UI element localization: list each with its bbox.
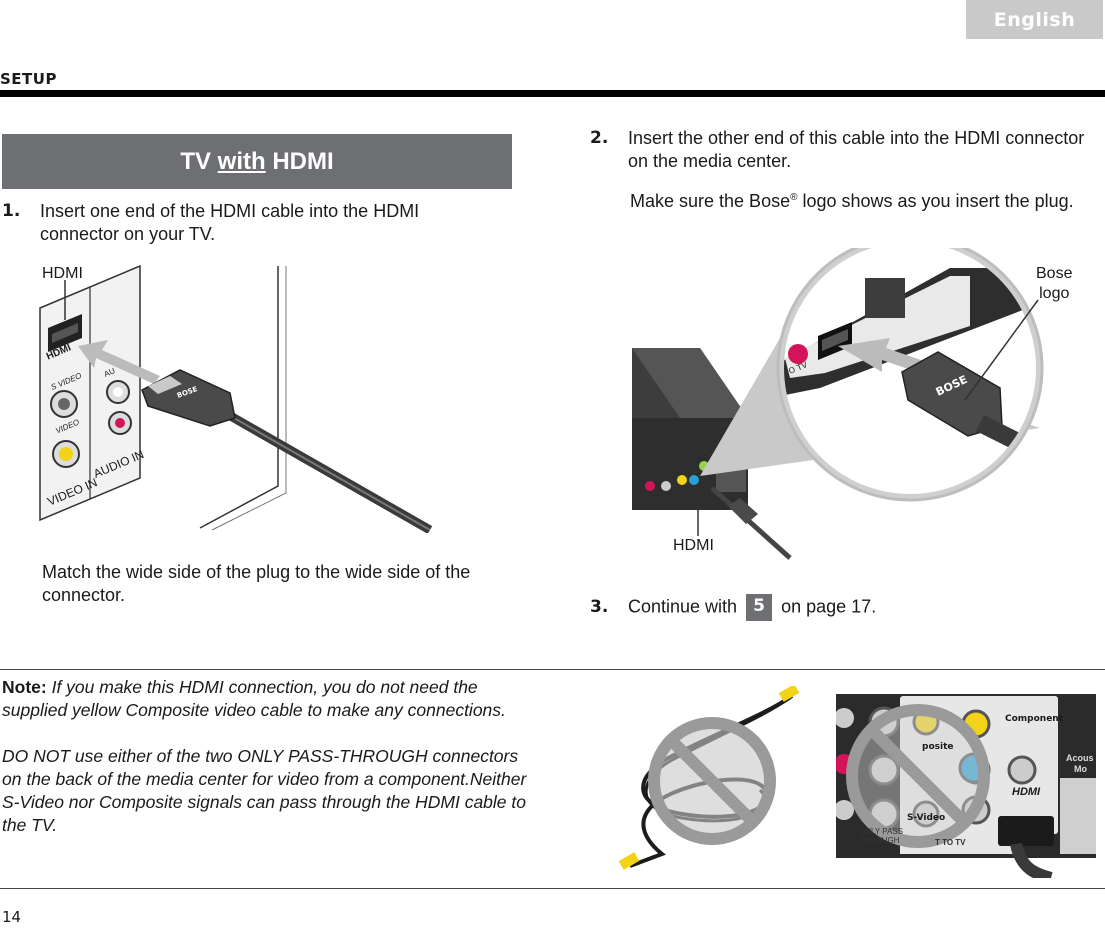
fig3-mo-line: Mo bbox=[1074, 764, 1087, 774]
header-rule bbox=[0, 90, 1105, 97]
fig3-only-pass-line-1: ONLY PASS bbox=[859, 827, 904, 836]
bose-logo-callout-line-1: Bose bbox=[1036, 265, 1073, 282]
tip-text-post: logo shows as you insert the plug. bbox=[797, 191, 1074, 211]
step-3-post[interactable]: on page 17. bbox=[781, 596, 877, 617]
note-para-2: DO NOT use either of the two ONLY PASS-T… bbox=[2, 746, 527, 835]
section-banner: TV with HDMI bbox=[2, 134, 512, 189]
banner-prefix: TV bbox=[180, 147, 218, 175]
fig3-component-label: Component bbox=[1005, 714, 1064, 724]
fig1-caption: Match the wide side of the plug to the w… bbox=[42, 562, 471, 605]
note-label: Note: bbox=[2, 677, 47, 697]
language-tab[interactable]: English bbox=[966, 0, 1103, 39]
banner-suffix: HDMI bbox=[265, 147, 334, 175]
fig3-acous-line: Acous bbox=[1066, 753, 1094, 763]
fig1-hdmi-label: HDMI bbox=[42, 265, 83, 282]
step-1-number: 1. bbox=[2, 201, 21, 221]
media-center-illustration: BOSE HDMI O TV bbox=[632, 248, 1044, 560]
fig3-only-pass-line-2: THROUGH bbox=[859, 836, 900, 845]
fig2-hdmi-label: HDMI bbox=[673, 537, 714, 554]
step-badge-5[interactable]: 5 bbox=[746, 594, 773, 621]
fig3-hdmi-label: HDMI bbox=[1012, 786, 1041, 798]
connector-panel-illustration bbox=[836, 694, 1096, 878]
tip-text-pre: Make sure the Bose bbox=[630, 191, 791, 211]
note-top-rule bbox=[0, 669, 1105, 670]
footer-rule bbox=[0, 888, 1105, 889]
bose-logo-callout: Bose logo bbox=[1036, 264, 1072, 304]
step-3-number: 3. bbox=[590, 597, 609, 617]
step-2-tip: Make sure the Bose® logo shows as you in… bbox=[630, 186, 1100, 213]
page-number: 14 bbox=[2, 908, 22, 926]
fig3-only-pass-label: ONLY PASS THROUGH bbox=[859, 827, 903, 845]
tip-registered: ® bbox=[790, 192, 798, 203]
composite-cable-illustration bbox=[618, 686, 800, 870]
note-block: Note: If you make this HDMI connection, … bbox=[2, 676, 527, 837]
step-3-pre: Continue with bbox=[628, 596, 738, 617]
fig3-to-tv-label: T TO TV bbox=[935, 838, 966, 847]
fig3-svideo-label: S-Video bbox=[907, 813, 946, 823]
fig3-acoustimass-label: Acous Mo bbox=[1066, 753, 1094, 775]
banner-emphasis: with bbox=[217, 147, 266, 175]
step-2-text: Insert the other end of this cable into … bbox=[628, 128, 1085, 171]
step-3-text: Continue with 5 on page 17. bbox=[628, 594, 1098, 621]
section-title: SETUP bbox=[0, 70, 57, 88]
tv-hdmi-illustration: BOSE bbox=[39, 264, 433, 533]
fig3-composite-label: posite bbox=[922, 742, 954, 752]
step-1-text: Insert one end of the HDMI cable into th… bbox=[40, 201, 420, 244]
step-2-number: 2. bbox=[590, 128, 609, 148]
note-para-1: If you make this HDMI connection, you do… bbox=[2, 677, 506, 720]
bose-logo-callout-line-2: logo bbox=[1039, 285, 1070, 302]
